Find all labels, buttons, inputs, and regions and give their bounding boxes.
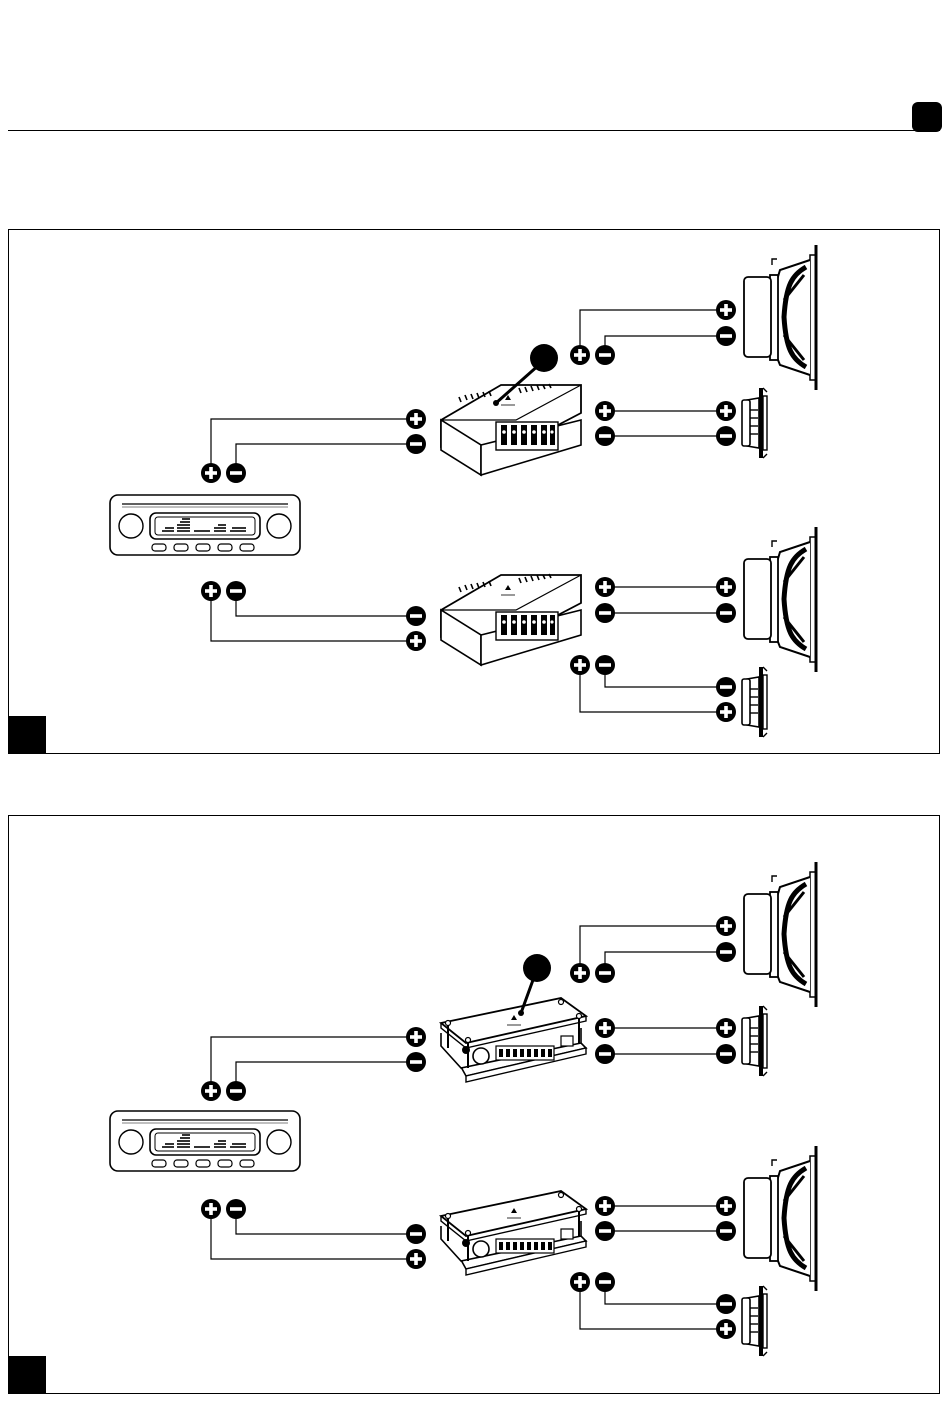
woofer-bottom (744, 527, 816, 672)
woofer-top (744, 245, 816, 390)
headunit-graphic (110, 495, 300, 555)
section-tab-b (9, 1356, 46, 1393)
callout-marker-b (523, 954, 551, 982)
wiring-diagram-b (8, 815, 940, 1394)
crossover-board-bottom (441, 1191, 586, 1275)
woofer-bottom-b (744, 1146, 816, 1291)
wiring-diagram-b-svg (9, 816, 940, 1394)
wiring-diagram-a-svg (9, 230, 940, 754)
crossover-top (441, 384, 581, 475)
header-rule (8, 130, 940, 131)
crossover-bottom (441, 574, 581, 665)
headunit-graphic-b (110, 1111, 300, 1171)
woofer-top-b (744, 862, 816, 1007)
tweeter-bottom-b (742, 1286, 767, 1356)
tweeter-top-b (742, 1006, 767, 1076)
tweeter-top (742, 388, 767, 458)
section-tab-a (9, 716, 46, 753)
tweeter-bottom (742, 667, 767, 737)
corner-tab (912, 102, 942, 132)
callout-marker (530, 344, 558, 372)
wiring-diagram-a (8, 229, 940, 754)
crossover-board-top (441, 998, 586, 1082)
